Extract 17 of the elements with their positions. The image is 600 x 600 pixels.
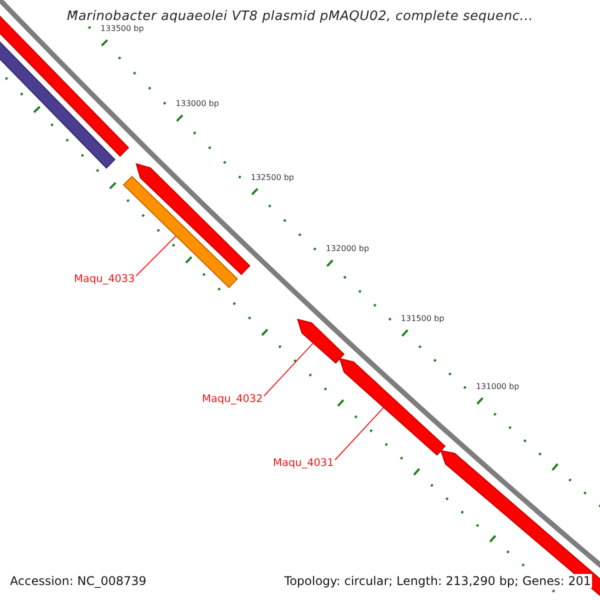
leader-line — [136, 236, 176, 276]
position-label: 132500 bp — [250, 172, 294, 182]
position-label: 132000 bp — [326, 244, 370, 254]
position-label: 131500 bp — [400, 314, 444, 323]
position-label: 131000 bp — [476, 382, 520, 391]
gene-label: Maqu_4033 — [74, 273, 135, 285]
position-label: 133000 bp — [176, 99, 219, 108]
leader-line — [264, 342, 314, 396]
gene-label: Maqu_4031 — [273, 457, 334, 469]
map-title: Marinobacter aquaeolei VT8 plasmid pMAQU02, complete sequenc... — [66, 9, 534, 24]
gene-arrow — [339, 358, 446, 456]
gene-arrow — [296, 318, 345, 364]
leader-line — [334, 406, 384, 460]
accession-text: Accession: NC_008739 — [9, 574, 148, 588]
gene-label: Maqu_4032 — [202, 393, 263, 405]
position-label: 133500 bp — [100, 24, 144, 33]
summary-text: Topology: circular; Length: 213,290 bp; Genes: 201 — [283, 574, 592, 588]
